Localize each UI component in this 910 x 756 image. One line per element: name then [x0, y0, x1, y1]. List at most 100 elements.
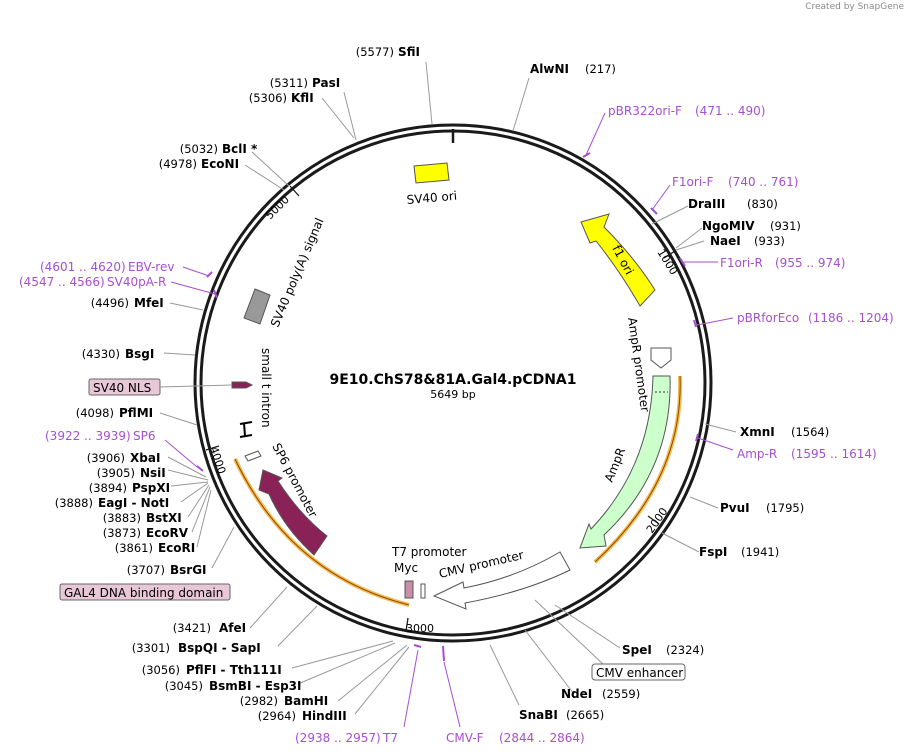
feature-myc [404, 580, 414, 599]
site-pos-sfii: (5577) [356, 45, 394, 59]
site-pos-econi: (4978) [159, 157, 197, 171]
feature-ampr [579, 375, 671, 549]
tick-label-5000: 5000 [263, 193, 292, 222]
site-pos-eagi-noti: (3888) [55, 496, 93, 510]
feature-label-sv40-ori: SV40 ori [406, 189, 458, 207]
site-pos-nsii: (3905) [97, 466, 135, 480]
primer-range-t7: (2938 .. 2957) [295, 731, 381, 745]
primer-name-sv40pa-r: SV40pA-R [107, 275, 166, 289]
site-pos-ngomiv: (931) [770, 219, 801, 233]
site-pos-mfei: (4496) [91, 296, 129, 310]
feature-sp6-promoter [244, 450, 262, 462]
feature-sv40-polya [243, 288, 271, 325]
site-name-afei: AfeI [219, 621, 246, 635]
site-name-hindiii: HindIII [302, 709, 347, 723]
primer-name-ebv-rev: EBV-rev [128, 260, 174, 274]
site-pos-bcli: (5032) [180, 142, 218, 156]
primer-name-pbr322ori-f: pBR322ori-F [608, 104, 682, 118]
site-name-bstxi: BstXI [146, 511, 182, 525]
feature-f1-ori [580, 213, 656, 307]
primer-range-f1ori-f: (740 .. 761) [728, 175, 798, 189]
tick-label-3000: 3000 [406, 622, 434, 635]
feature-label-small-t-intron: small t intron [259, 348, 273, 428]
site-name-bsrgi: BsrGI [170, 563, 207, 577]
site-pos-kfli: (5306) [249, 91, 287, 105]
site-pos-ecorv: (3873) [103, 526, 141, 540]
site-pos-xbai: (3906) [87, 451, 125, 465]
site-pos-bamhi: (2982) [240, 694, 278, 708]
primer-range-amp-r: (1595 .. 1614) [791, 447, 877, 461]
primer-name-t7: T7 [382, 731, 398, 745]
site-name-pflfi-tth111i: PflFI - Tth111I [186, 663, 282, 677]
site-pos-pflfi-tth111i: (3056) [142, 663, 180, 677]
site-name-spei: SpeI [622, 643, 652, 657]
feature-label-t7-promoter: T7 promoter [391, 545, 467, 559]
feature-sv40-nls [231, 381, 254, 389]
site-name-bspqi-sapi: BspQI - SapI [178, 641, 261, 655]
site-pos-bspqi-sapi: (3301) [132, 641, 170, 655]
primer-name-f1ori-r: F1ori-R [720, 256, 763, 270]
primer-labels: pBR322ori-F (471 .. 490) F1ori-F (740 ..… [19, 104, 894, 745]
primer-name-amp-r: Amp-R [737, 447, 777, 461]
site-pos-ndei: (2559) [602, 687, 640, 701]
feature-label-ampr: AmpR [602, 446, 628, 484]
plasmid-name: 9E10.ChS78&81A.Gal4.pCDNA1 [329, 372, 576, 388]
site-name-sfii: SfiI [398, 45, 420, 59]
site-pos-pflmi: (4098) [76, 406, 114, 420]
primer-range-pbr322ori-f: (471 .. 490) [695, 104, 765, 118]
site-pos-pspxi: (3894) [89, 481, 127, 495]
primer-range-cmv-f: (2844 .. 2864) [499, 731, 585, 745]
site-pos-bsgi: (4330) [82, 347, 120, 361]
feature-label-ampr-promoter: AmpR promoter [625, 316, 652, 412]
site-name-pspxi: PspXI [132, 481, 170, 495]
site-name-pflmi: PflMI [119, 406, 153, 420]
site-pos-hindiii: (2964) [258, 709, 296, 723]
snapgene-watermark: Created by SnapGene [805, 2, 904, 12]
primer-name-sp6: SP6 [133, 429, 156, 443]
tick-label-2000: 2000 [644, 505, 671, 535]
site-name-econi: EcoNI [201, 157, 239, 171]
feature-cmv-promoter [432, 551, 571, 610]
site-pos-naei: (933) [754, 234, 785, 248]
site-name-bsgi: BsgI [125, 347, 154, 361]
site-leader-lines [159, 61, 737, 715]
primer-name-pbrforeco: pBRforEco [737, 311, 799, 325]
feature-ampr-promoter [650, 347, 672, 369]
site-pos-bstxi: (3883) [103, 511, 141, 525]
site-pos-spei: (2324) [666, 643, 704, 657]
site-pos-draiii: (830) [747, 197, 778, 211]
primer-name-f1ori-f: F1ori-F [672, 175, 713, 189]
feature-sv40-ori [413, 162, 450, 184]
coordinate-ticks [205, 185, 676, 632]
site-name-snabi: SnaBI [519, 708, 558, 722]
plasmid-backbone [193, 123, 713, 643]
feature-label-sv40-polya: SV40 poly(A) signal [268, 216, 327, 329]
site-name-eagi-noti: EagI - NotI [98, 496, 169, 510]
feature-label-gal4: GAL4 DNA binding domain [64, 586, 223, 600]
primer-range-f1ori-r: (955 .. 974) [775, 256, 845, 270]
feature-gal4 [258, 469, 328, 556]
site-pos-alwni: (217) [585, 62, 616, 76]
primer-markers [196, 152, 699, 662]
site-pos-ecori: (3861) [115, 541, 153, 555]
site-name-kfli: KflI [291, 91, 314, 105]
site-name-ndei: NdeI [561, 687, 592, 701]
site-name-ngomiv: NgoMIV [702, 219, 755, 233]
site-name-pvui: PvuI [720, 501, 750, 515]
site-name-xbai: XbaI [130, 451, 160, 465]
site-name-naei: NaeI [710, 234, 741, 248]
site-pos-afei: (3421) [173, 621, 211, 635]
feature-small-t-intron [239, 421, 253, 438]
primer-range-sv40pa-r: (4547 .. 4566) [19, 275, 105, 289]
feature-label-myc: Myc [394, 561, 418, 575]
site-pos-xmni: (1564) [791, 425, 829, 439]
site-name-bamhi: BamHI [284, 694, 328, 708]
feature-t7-promoter [420, 583, 426, 599]
site-labels: (5577) SfiI AlwNI (217) (5311) PasI (530… [55, 45, 830, 723]
primer-range-ebv-rev: (4601 .. 4620) [40, 260, 126, 274]
feature-label-sv40-nls: SV40 NLS [93, 381, 151, 395]
site-name-xmni: XmnI [740, 425, 775, 439]
site-pos-fspi: (1941) [741, 545, 779, 559]
site-name-ecorv: EcoRV [146, 526, 189, 540]
